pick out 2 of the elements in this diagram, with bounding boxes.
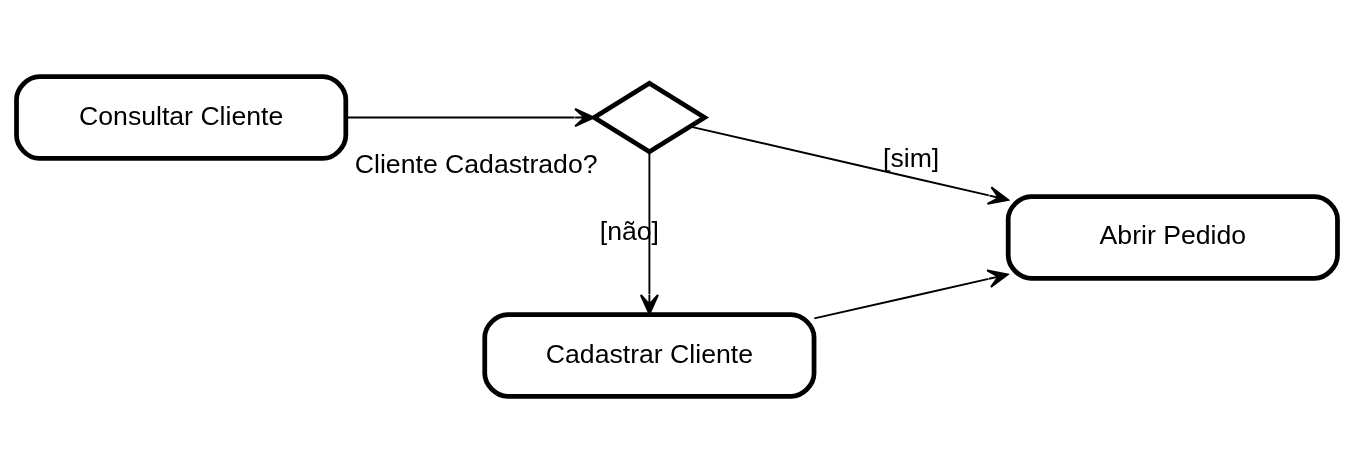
edge-label: [sim]: [883, 142, 940, 173]
node-label: Cliente Cadastrado?: [354, 148, 598, 179]
